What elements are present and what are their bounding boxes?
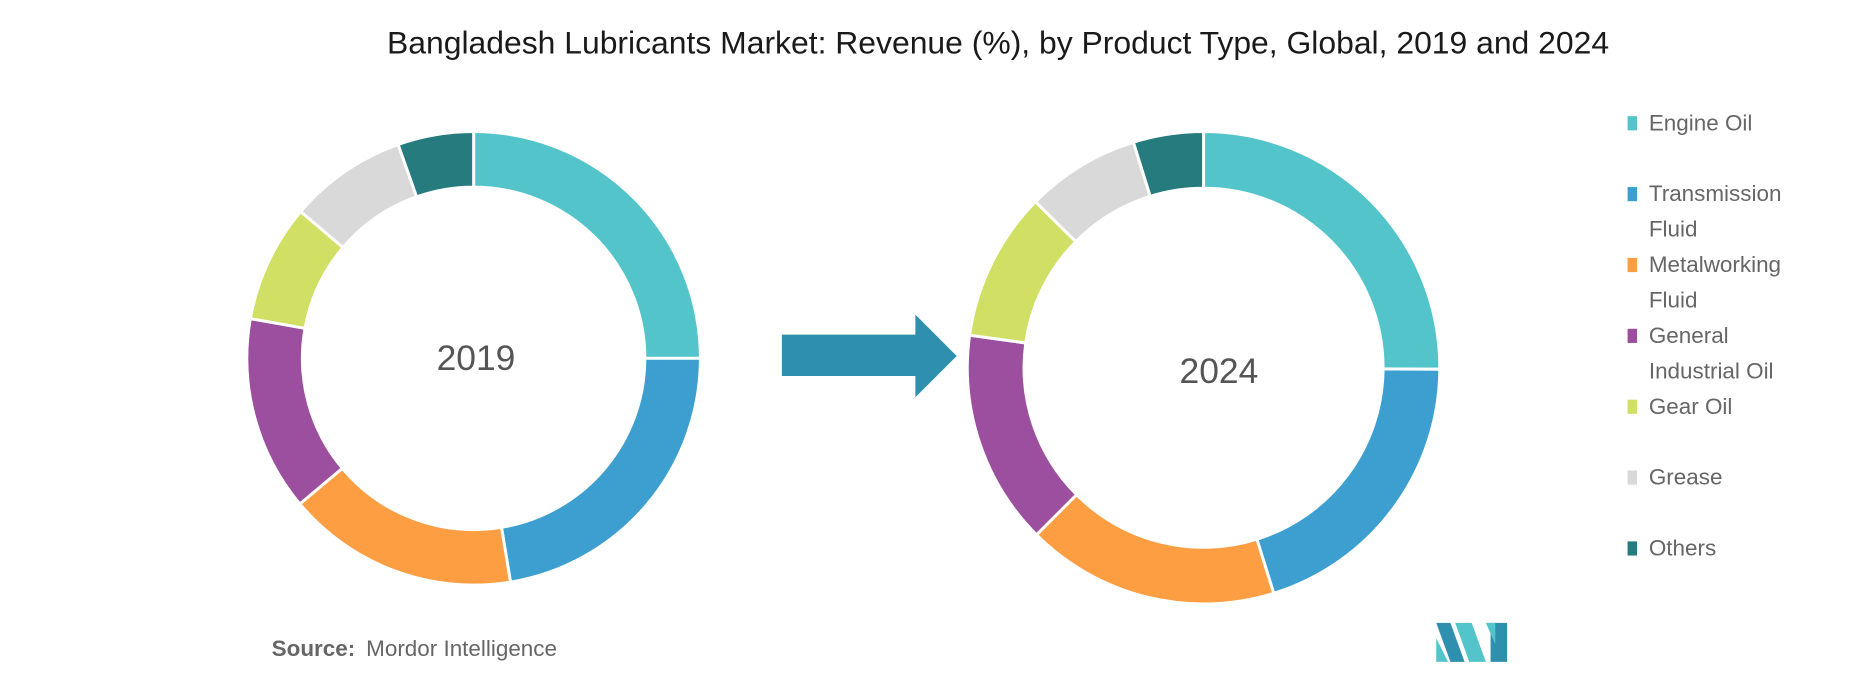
legend-item-grease: Grease — [1627, 465, 1723, 490]
slice-2019-engine-oil — [472, 130, 702, 360]
legend-swatch — [1627, 399, 1638, 414]
legend-swatch — [1627, 541, 1638, 556]
chart-title: Bangladesh Lubricants Market: Revenue (%… — [387, 25, 1609, 61]
legend-swatch — [1627, 470, 1638, 485]
mordor-logo — [1436, 622, 1508, 662]
source-label: Source: — [272, 636, 356, 661]
source-note: Source: Mordor Intelligence — [272, 636, 557, 661]
slice-2019-metalworking-fluid — [297, 466, 513, 587]
donut-center-label-2019: 2019 — [437, 338, 516, 378]
slice-2019-general-industrial-oil — [245, 316, 345, 507]
legend-item-others: Others — [1627, 536, 1716, 561]
legend-swatch — [1627, 116, 1638, 131]
legend-label: Metalworking — [1649, 252, 1781, 277]
legend-item-gear-oil: Gear Oil — [1627, 394, 1733, 419]
slice-2024-engine-oil — [1202, 130, 1442, 371]
arrow-icon — [781, 314, 957, 398]
legend-swatch — [1627, 328, 1638, 343]
legend-swatch — [1627, 187, 1638, 202]
legend-label: Gear Oil — [1649, 394, 1733, 419]
legend-label: Others — [1649, 536, 1716, 561]
donut-2019 — [245, 130, 702, 587]
slice-2019-transmission-fluid — [499, 356, 702, 584]
slice-2024-metalworking-fluid — [1034, 492, 1276, 606]
legend-label: Grease — [1649, 465, 1723, 490]
legend-swatch — [1627, 257, 1638, 273]
legend-label: Fluid — [1649, 288, 1698, 313]
slice-2019-others — [396, 130, 476, 199]
legend-label: Industrial Oil — [1649, 358, 1774, 383]
source-text: Mordor Intelligence — [366, 636, 557, 661]
donut-2024 — [965, 130, 1442, 606]
slice-2024-transmission-fluid — [1255, 367, 1442, 596]
legend-label: Fluid — [1649, 217, 1698, 242]
legend-label: General — [1649, 323, 1729, 348]
legend-item-engine-oil: Engine Oil — [1627, 110, 1753, 135]
slice-2024-general-industrial-oil — [965, 333, 1079, 537]
legend: Engine OilTransmissionFluidMetalworkingF… — [1627, 110, 1782, 561]
legend-label: Engine Oil — [1649, 110, 1753, 135]
legend-label: Transmission — [1649, 181, 1782, 206]
slice-2024-others — [1131, 130, 1206, 199]
donut-center-label-2024: 2024 — [1180, 351, 1259, 391]
